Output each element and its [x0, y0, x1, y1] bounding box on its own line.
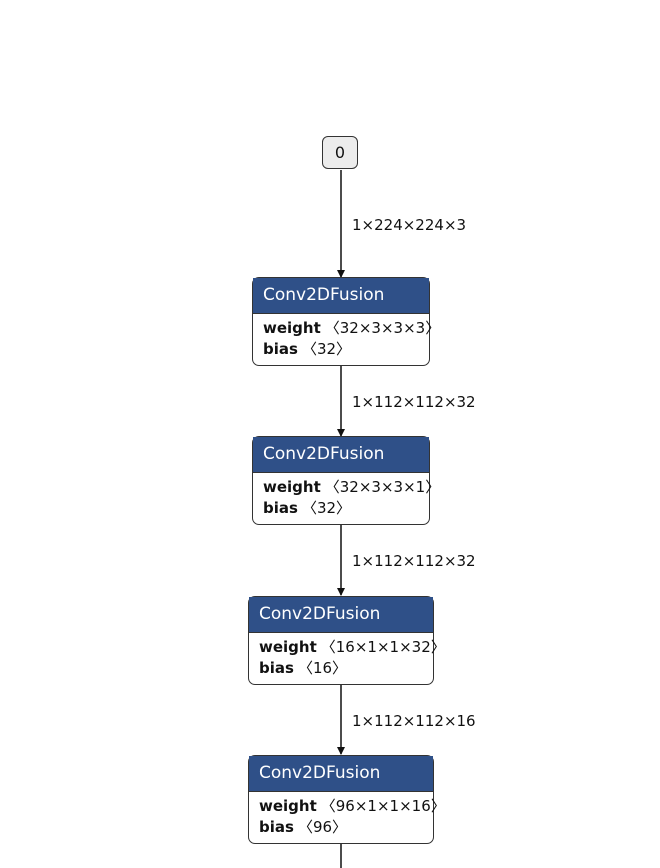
op-node-1[interactable]: Conv2DFusion weight〈32×3×3×1〉 bias〈32〉 [252, 436, 440, 525]
attr-value: 〈32〉 [301, 499, 352, 517]
attr-name: bias [259, 659, 294, 677]
op-node-attributes: weight〈32×3×3×1〉 bias〈32〉 [253, 473, 440, 519]
op-node-title: Conv2DFusion [249, 756, 433, 792]
attr-row-weight: weight〈96×1×1×16〉 [259, 796, 446, 817]
op-node-3[interactable]: Conv2DFusion weight〈96×1×1×16〉 bias〈96〉 [248, 755, 446, 844]
edge-label-2: 1×112×112×32 [352, 552, 476, 570]
op-node-title: Conv2DFusion [253, 437, 429, 473]
attr-value: 〈32×3×3×3〉 [324, 319, 441, 337]
attr-name: bias [263, 499, 298, 517]
attr-row-weight: weight〈16×1×1×32〉 [259, 637, 446, 658]
input-node[interactable]: 0 [322, 136, 358, 169]
edge-label-3: 1×112×112×16 [352, 712, 476, 730]
attr-name: weight [263, 478, 321, 496]
op-node-title: Conv2DFusion [253, 278, 429, 314]
attr-row-weight: weight〈32×3×3×1〉 [263, 477, 440, 498]
attr-value: 〈32〉 [301, 340, 352, 358]
op-node-attributes: weight〈16×1×1×32〉 bias〈16〉 [249, 633, 446, 679]
attr-name: bias [259, 818, 294, 836]
attr-value: 〈96〉 [297, 818, 348, 836]
attr-value: 〈16×1×1×32〉 [320, 638, 446, 656]
attr-row-bias: bias〈16〉 [259, 658, 423, 679]
attr-name: bias [263, 340, 298, 358]
edge-label-1: 1×112×112×32 [352, 393, 476, 411]
attr-row-bias: bias〈32〉 [263, 498, 419, 519]
op-node-0[interactable]: Conv2DFusion weight〈32×3×3×3〉 bias〈32〉 [252, 277, 440, 366]
input-node-label: 0 [334, 143, 346, 162]
attr-name: weight [259, 797, 317, 815]
op-node-2[interactable]: Conv2DFusion weight〈16×1×1×32〉 bias〈16〉 [248, 596, 446, 685]
attr-value: 〈96×1×1×16〉 [320, 797, 446, 815]
attr-name: weight [259, 638, 317, 656]
attr-name: weight [263, 319, 321, 337]
op-node-title: Conv2DFusion [249, 597, 433, 633]
attr-row-bias: bias〈96〉 [259, 817, 423, 838]
op-node-attributes: weight〈32×3×3×3〉 bias〈32〉 [253, 314, 440, 360]
op-node-attributes: weight〈96×1×1×16〉 bias〈96〉 [249, 792, 446, 838]
edge-label-0: 1×224×224×3 [352, 216, 467, 234]
attr-row-weight: weight〈32×3×3×3〉 [263, 318, 440, 339]
attr-row-bias: bias〈32〉 [263, 339, 419, 360]
attr-value: 〈32×3×3×1〉 [324, 478, 441, 496]
attr-value: 〈16〉 [297, 659, 348, 677]
